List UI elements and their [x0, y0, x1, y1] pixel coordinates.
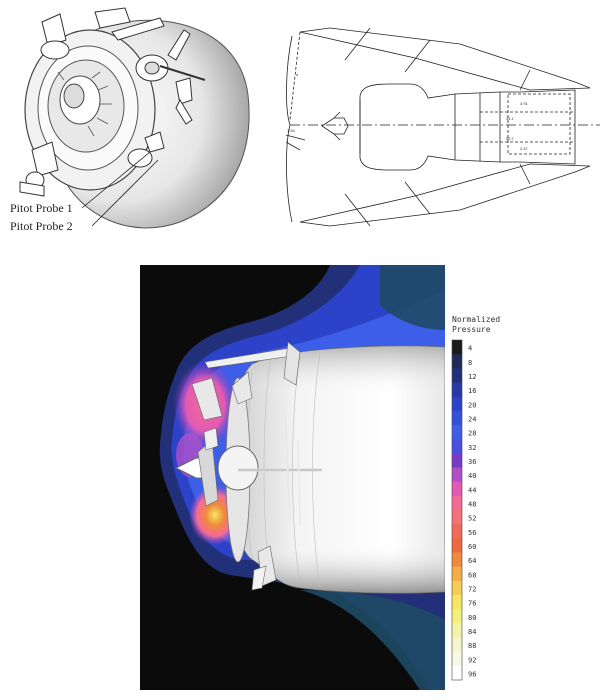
legend-swatch-40 — [452, 467, 462, 483]
legend-swatch-92 — [452, 651, 462, 667]
legend-tick-28: 28 — [468, 430, 476, 438]
label-pitot-probe-1: Pitot Probe 1 — [10, 201, 73, 215]
legend-tick-68: 68 — [468, 571, 476, 579]
legend-title-line1: Normalized — [452, 315, 500, 324]
legend-swatch-72 — [452, 580, 462, 596]
line-drawing-view: α 34.1 56.7 2.47 1.54 3.91 — [285, 27, 600, 227]
legend-swatch-96 — [452, 665, 462, 681]
legend-tick-84: 84 — [468, 628, 476, 636]
side-probe-mount — [135, 29, 206, 125]
lower-hardware — [19, 131, 165, 197]
legend-tick-48: 48 — [468, 500, 476, 508]
legend-tick-32: 32 — [468, 444, 476, 452]
upper-antenna — [40, 7, 165, 60]
dim-alpha: α — [296, 72, 299, 77]
legend-tick-12: 12 — [468, 373, 476, 381]
legend-swatch-32 — [452, 439, 462, 454]
legend-tick-44: 44 — [468, 486, 476, 494]
legend-swatch-44 — [452, 481, 462, 497]
upper-fin — [191, 377, 223, 421]
legend-tick-36: 36 — [468, 458, 476, 466]
legend-tick-76: 76 — [468, 600, 476, 608]
nose-tip — [63, 83, 85, 109]
legend-swatch-56 — [452, 524, 462, 539]
nose-probe — [321, 117, 349, 135]
legend-swatch-68 — [452, 566, 462, 582]
legend-swatch-60 — [452, 538, 462, 553]
label-pitot-probe-2: Pitot Probe 2 — [10, 219, 73, 233]
legend-tick-96: 96 — [468, 670, 476, 678]
center-dome — [217, 445, 259, 491]
legend-swatch-80 — [452, 609, 462, 624]
legend-swatch-52 — [452, 510, 462, 525]
legend-swatch-36 — [452, 453, 462, 468]
legend-tick-16: 16 — [468, 387, 476, 395]
lower-shroud — [299, 163, 591, 227]
pressure-contour-plot: Normalized Pressure 48121620242832364044… — [140, 265, 500, 690]
legend-tick-88: 88 — [468, 642, 476, 650]
legend-color-bar — [451, 339, 463, 681]
legend-swatch-24 — [452, 410, 462, 426]
dim-mark-3: 2.47 — [520, 146, 529, 151]
legend-tick-56: 56 — [468, 529, 476, 537]
legend-ticks: 4812162024283236404448525660646872768084… — [468, 345, 476, 679]
upper-shroud — [299, 27, 591, 91]
legend-tick-60: 60 — [468, 543, 476, 551]
probe2-leader — [91, 159, 159, 227]
legend-swatch-4 — [452, 340, 462, 355]
legend-title-line2: Pressure — [452, 325, 491, 334]
legend-tick-24: 24 — [468, 415, 476, 423]
capsule-body-outline — [359, 83, 576, 171]
dim-mark-1: 34.1 — [506, 116, 515, 121]
capsule-3d-view: Pitot Probe 1 Pitot Probe 2 — [10, 7, 250, 233]
legend-tick-52: 52 — [468, 515, 476, 523]
legend-swatch-8 — [452, 354, 462, 369]
legend-swatch-84 — [452, 623, 462, 638]
dim-mark-5: 3.91 — [520, 101, 529, 106]
legend-swatch-76 — [452, 595, 462, 610]
legend-border — [451, 339, 463, 681]
legend-tick-80: 80 — [468, 614, 476, 622]
legend-swatch-64 — [452, 552, 462, 568]
legend-swatch-16 — [452, 382, 462, 398]
vertical-antenna — [284, 409, 291, 521]
dim-mark-2: 56.7 — [506, 136, 515, 141]
legend-tick-20: 20 — [468, 401, 476, 409]
legend-tick-40: 40 — [468, 472, 476, 480]
legend-tick-8: 8 — [468, 359, 472, 367]
legend-swatch-12 — [452, 368, 462, 383]
legend-tick-4: 4 — [468, 345, 472, 353]
probe1-leader — [81, 151, 151, 209]
legend-tick-72: 72 — [468, 585, 476, 593]
legend-tick-64: 64 — [468, 557, 476, 565]
dim-mark-4: 1.54 — [287, 128, 296, 133]
pressure-legend: Normalized Pressure 48121620242832364044… — [451, 315, 500, 681]
legend-tick-92: 92 — [468, 656, 476, 664]
legend-swatch-28 — [452, 425, 462, 440]
legend-swatch-48 — [452, 495, 462, 511]
legend-swatch-20 — [452, 396, 462, 412]
legend-swatch-88 — [452, 637, 462, 653]
